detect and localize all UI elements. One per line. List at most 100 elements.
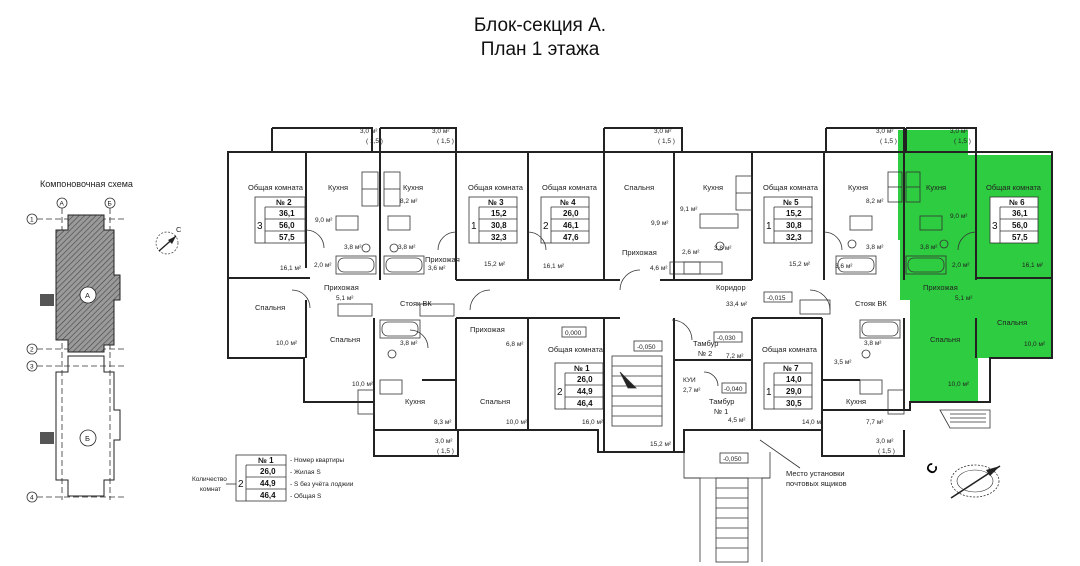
apt-4-v3: 47,6 xyxy=(563,233,579,242)
room-label: Прихожая xyxy=(324,283,359,292)
area-label: 3,8 м² xyxy=(398,244,416,251)
area-label: 2,0 м² xyxy=(314,262,332,269)
block-a-label: А xyxy=(85,291,90,300)
compass-small-label: С xyxy=(176,225,182,234)
area-label: 10,0 м² xyxy=(276,340,298,347)
apt-2-rooms: 3 xyxy=(257,221,263,232)
room-label: Прихожая xyxy=(622,248,657,257)
area-label: 3,6 м² xyxy=(428,265,446,272)
apt-5-num: № 5 xyxy=(783,198,799,207)
room-label: Кухня xyxy=(848,183,868,192)
area-label: 3,8 м² xyxy=(920,244,938,251)
north-arrow-small: С xyxy=(155,225,182,255)
room-label: Общая комната xyxy=(763,183,819,192)
area-label: 16,1 м² xyxy=(280,265,302,272)
area-label: 10,0 м² xyxy=(506,419,528,426)
room-label: Прихожая xyxy=(470,325,505,334)
block-b-shape xyxy=(55,355,121,497)
apt-3-v3: 32,3 xyxy=(491,233,507,242)
legend-rooms: 2 xyxy=(238,479,244,490)
area-label: 33,4 м² xyxy=(726,301,748,308)
area-label: 10,0 м² xyxy=(948,381,970,388)
area-label: 2,0 м² xyxy=(952,262,970,269)
apt-3-rooms: 1 xyxy=(471,221,477,232)
room-label: Общая комната xyxy=(248,183,304,192)
area-label: 5,1 м² xyxy=(955,295,973,302)
area-label: 8,2 м² xyxy=(400,198,418,205)
legend-desc-1: - Жилая S xyxy=(290,469,321,476)
room-label: Спальня xyxy=(624,183,654,192)
area-label: 3,0 м² xyxy=(654,128,672,135)
apt-7-num: № 7 xyxy=(783,364,799,373)
room-label: Общая комната xyxy=(986,183,1042,192)
area-label: 4,5 м² xyxy=(728,417,746,424)
main-plan: № 2 3 36,1 56,0 57,5 № 3 1 15,2 30,8 32,… xyxy=(227,127,1053,563)
axis-label-1: 1 xyxy=(30,217,34,224)
area-label: 3,8 м² xyxy=(864,340,882,347)
area-label: 3,0 м² xyxy=(435,438,453,445)
apt-5-v2: 30,8 xyxy=(786,221,802,230)
area-label: ( 1,5 ) xyxy=(880,138,897,145)
area-label: ( 1,5 ) xyxy=(366,138,383,145)
apt-2-v1: 36,1 xyxy=(279,209,295,218)
area-label: 8,3 м² xyxy=(434,419,452,426)
stoyak-label: Стояк ВК xyxy=(855,299,887,308)
apt-4-v1: 26,0 xyxy=(563,209,579,218)
area-label: 7,2 м² xyxy=(726,353,744,360)
room-label: Кухня xyxy=(328,183,348,192)
tambur2-label: Тамбур xyxy=(693,339,718,348)
apt-4-rooms: 2 xyxy=(543,221,549,232)
area-label: ( 1,5 ) xyxy=(658,138,675,145)
apt-6-rooms: 3 xyxy=(992,221,998,232)
apt-7-v2: 29,0 xyxy=(786,387,802,396)
apt-4-num: № 4 xyxy=(560,198,576,207)
axis-label-2: 2 xyxy=(30,347,34,354)
apt-6-v2: 56,0 xyxy=(1012,221,1028,230)
apt-1-num: № 1 xyxy=(574,364,590,373)
apt-box-3: № 3 1 15,2 30,8 32,3 xyxy=(468,196,518,244)
area-label: ( 1,5 ) xyxy=(878,448,895,455)
apt-2-v2: 56,0 xyxy=(279,221,295,230)
area-label: 3,0 м² xyxy=(360,128,378,135)
apt-7-v1: 14,0 xyxy=(786,375,802,384)
room-label: Спальня xyxy=(330,335,360,344)
block-a-entrance xyxy=(40,294,54,306)
area-label: 16,0 м² xyxy=(582,419,604,426)
plan-title-line2: План 1 этажа xyxy=(480,39,600,60)
area-label: 3,8 м² xyxy=(344,244,362,251)
room-label: Спальня xyxy=(255,303,285,312)
kui-label: КУИ xyxy=(683,377,696,384)
tambur1-num: № 1 xyxy=(714,407,728,416)
north-arrow-large: С xyxy=(922,459,1001,499)
mailbox-label-1: Место установки xyxy=(786,469,845,478)
apt-1-rooms: 2 xyxy=(557,387,563,398)
area-label: 14,0 м² xyxy=(802,419,824,426)
legend-num: № 1 xyxy=(258,456,274,465)
apt-7-rooms: 1 xyxy=(766,387,772,398)
apt-1-v3: 46,4 xyxy=(577,399,593,408)
tambur1-label: Тамбур xyxy=(709,397,734,406)
area-label: 3,0 м² xyxy=(876,438,894,445)
level-mark: -0,050 xyxy=(723,456,742,463)
area-label: 3,6 м² xyxy=(835,263,853,270)
legend-left-1: Количество xyxy=(192,476,227,483)
room-label: Спальня xyxy=(480,397,510,406)
area-label: 9,0 м² xyxy=(315,217,333,224)
legend-desc-2: - S без учёта лоджии xyxy=(290,480,354,488)
area-label: 8,2 м² xyxy=(866,198,884,205)
room-label: Кухня xyxy=(405,397,425,406)
area-label: 3,0 м² xyxy=(876,128,894,135)
legend-v2: 44,9 xyxy=(260,479,276,488)
apt-5-v3: 32,3 xyxy=(786,233,802,242)
area-label: 2,6 м² xyxy=(682,249,700,256)
area-label: 2,7 м² xyxy=(683,387,701,394)
apt-2-v3: 57,5 xyxy=(279,233,295,242)
layout-scheme: Компоновочная схема А Б 1 2 3 4 А Б xyxy=(26,179,133,503)
apt-box-2: № 2 3 36,1 56,0 57,5 xyxy=(254,196,306,244)
apt-3-num: № 3 xyxy=(488,198,504,207)
apt-2-num: № 2 xyxy=(276,198,292,207)
apt-3-v1: 15,2 xyxy=(491,209,507,218)
area-label: 7,7 м² xyxy=(866,419,884,426)
apt-3-v2: 30,8 xyxy=(491,221,507,230)
axis-label-4: 4 xyxy=(30,495,34,502)
